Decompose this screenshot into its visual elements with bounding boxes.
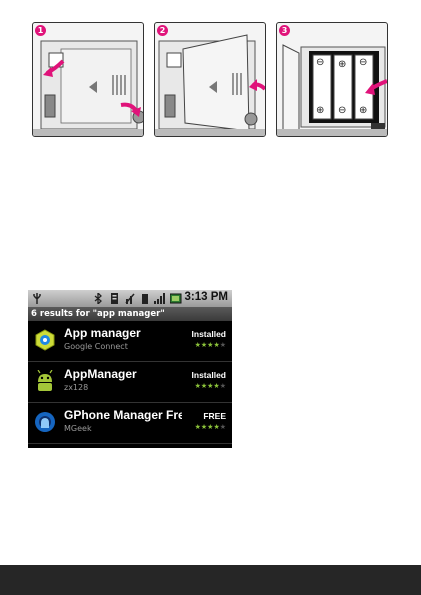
result-title: GPhone Manager Fre	[64, 408, 182, 422]
result-row[interactable]: AppManager zx128 Installed ★★★★★	[28, 362, 232, 403]
status-bar: 3:13 PM	[28, 290, 232, 307]
insert-batteries-illustration	[277, 23, 388, 137]
vibrate-icon	[140, 293, 150, 304]
battery-minus-2: ⊖	[338, 105, 346, 116]
bluetooth-icon	[94, 293, 102, 304]
battery-plus-3: ⊕	[359, 105, 367, 116]
battery-minus-1: ⊖	[316, 57, 324, 68]
no-signal-icon	[125, 293, 135, 304]
battery-icon	[170, 293, 182, 304]
result-title: App manager	[64, 326, 182, 340]
android-gear-robot-icon	[34, 411, 56, 433]
footer-bar	[0, 565, 421, 595]
usb-icon	[32, 293, 42, 304]
step-1-panel: 1	[32, 22, 144, 137]
step-badge: 1	[35, 25, 46, 36]
signal-strength-icon	[154, 293, 165, 304]
result-subtitle: Google Connect	[64, 342, 128, 351]
lift-cover-illustration	[155, 23, 266, 137]
step-badge: 2	[157, 25, 168, 36]
result-title: AppManager	[64, 367, 182, 381]
phone-screen: 3:13 PM 6 results for "app manager" App …	[28, 290, 232, 448]
sd-card-icon	[110, 293, 119, 304]
result-row[interactable]: GPhone Manager Fre MGeek FREE ★★★★★	[28, 403, 232, 444]
battery-plus-2: ⊕	[338, 59, 346, 70]
battery-minus-3: ⊖	[359, 57, 367, 68]
battery-plus-1: ⊕	[316, 105, 324, 116]
remove-cover-illustration	[33, 23, 144, 137]
result-status: FREE	[203, 411, 226, 421]
result-status: Installed	[192, 329, 226, 339]
result-row[interactable]: App manager Google Connect Installed ★★★…	[28, 321, 232, 362]
results-header: 6 results for "app manager"	[28, 307, 232, 321]
rating-stars: ★★★★★	[195, 341, 226, 349]
android-robot-icon	[34, 370, 56, 392]
result-subtitle: MGeek	[64, 424, 92, 433]
status-time: 3:13 PM	[185, 291, 228, 303]
step-2-panel: 2	[154, 22, 266, 137]
step-badge: 3	[279, 25, 290, 36]
rating-stars: ★★★★★	[195, 423, 226, 431]
result-subtitle: zx128	[64, 383, 88, 392]
android-settings-icon	[34, 329, 56, 351]
rating-stars: ★★★★★	[195, 382, 226, 390]
step-3-panel: 3 ⊖ ⊕ ⊕ ⊖ ⊖ ⊕	[276, 22, 388, 137]
result-status: Installed	[192, 370, 226, 380]
